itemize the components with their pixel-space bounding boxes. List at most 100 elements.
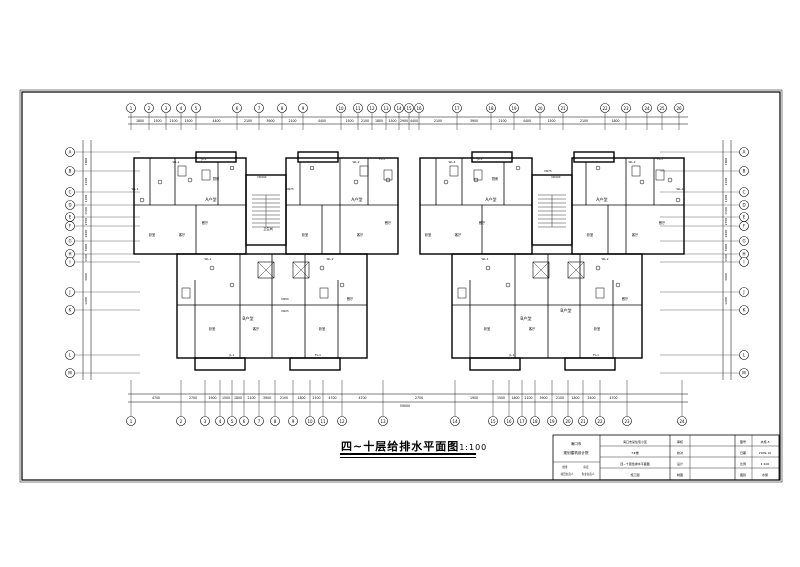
axis-number: 26 bbox=[676, 106, 682, 111]
axis-number: 4 bbox=[180, 106, 183, 111]
tb-building: 7#楼 bbox=[631, 450, 638, 455]
riser-note: WL-1 bbox=[204, 257, 211, 261]
unit-a-right-upper bbox=[419, 157, 533, 255]
bottom-dimension-value: 1800 bbox=[511, 396, 519, 400]
axis-number: 18 bbox=[532, 419, 538, 424]
axis-bubble bbox=[318, 416, 328, 426]
room-label: 厨房 bbox=[492, 176, 498, 181]
left-dimension-value: 2100 bbox=[84, 178, 88, 186]
axis-number: 6 bbox=[236, 106, 239, 111]
top-dimension-value: 1800 bbox=[375, 119, 383, 123]
tb-drawing-name: 四~十层给排水平面图 bbox=[620, 461, 650, 466]
axis-bubble bbox=[517, 416, 527, 426]
left-dimension-value: 2400 bbox=[84, 230, 88, 238]
top-dimension-value: 3900 bbox=[266, 119, 274, 123]
axis-bubble bbox=[739, 305, 749, 315]
top-dimension-value: 1800 bbox=[136, 119, 144, 123]
title-underline bbox=[340, 453, 476, 455]
axis-letter: L bbox=[69, 353, 72, 358]
axis-number: 17 bbox=[454, 106, 460, 111]
room-label: 餐厅 bbox=[202, 220, 209, 225]
axis-bubble bbox=[404, 103, 414, 113]
pipe-size-note: DN25 bbox=[281, 309, 289, 313]
axis-bubble bbox=[65, 187, 75, 197]
riser-note: JL-1 bbox=[508, 353, 514, 357]
bottom-dimension-value: 2700 bbox=[415, 396, 423, 400]
tb-label: 审核 bbox=[677, 439, 683, 444]
axis-number: 21 bbox=[580, 419, 586, 424]
axis-bubble bbox=[353, 103, 363, 113]
unit-type-label: A户型 bbox=[485, 196, 496, 203]
axis-bubble bbox=[450, 416, 460, 426]
tb-left-note: 专业负责人 bbox=[582, 472, 595, 476]
axis-number: 2 bbox=[180, 419, 183, 424]
axis-number: 9 bbox=[302, 106, 305, 111]
tb-label: 制图 bbox=[677, 472, 683, 477]
tb-label: 日期 bbox=[740, 450, 746, 455]
axis-bubble bbox=[394, 103, 404, 113]
top-dimension-value: 4400 bbox=[318, 119, 326, 123]
axis-number: 11 bbox=[355, 106, 361, 111]
axis-bubble bbox=[65, 236, 75, 246]
bottom-dimension-value: 4700 bbox=[358, 396, 366, 400]
riser-note: FL-1 bbox=[657, 157, 663, 161]
right-axis-group: ABCDEFGHIJKLM180021001200150027002400300… bbox=[660, 140, 749, 380]
unit-type-label: B户型 bbox=[520, 315, 531, 322]
axis-letter: H bbox=[742, 252, 745, 257]
room-label: 餐厅 bbox=[385, 220, 392, 225]
axis-number: 14 bbox=[396, 106, 402, 111]
bottom-dimension-value: 3900 bbox=[539, 396, 547, 400]
axis-bubble bbox=[739, 368, 749, 378]
room-label: 卧室 bbox=[484, 326, 490, 331]
top-dimension-value: 4400 bbox=[523, 119, 531, 123]
axis-bubble bbox=[642, 103, 652, 113]
pipe-riser bbox=[667, 177, 673, 183]
stair bbox=[252, 194, 280, 228]
top-dimension-value: 1500 bbox=[153, 119, 161, 123]
balcony-bottom bbox=[564, 357, 616, 371]
axis-bubble bbox=[509, 103, 519, 113]
axis-number: 23 bbox=[623, 106, 629, 111]
pipe-riser bbox=[675, 197, 681, 203]
top-dimension-value: 2100 bbox=[244, 119, 252, 123]
tb-project: 海口市某住宅小区 bbox=[623, 439, 647, 444]
axis-number: 14 bbox=[452, 419, 458, 424]
axis-bubble bbox=[563, 416, 573, 426]
axis-bubble bbox=[414, 103, 424, 113]
axis-bubble bbox=[677, 416, 687, 426]
room-label: 卧室 bbox=[425, 232, 431, 237]
pipe-riser bbox=[319, 265, 325, 271]
pipe-riser bbox=[595, 265, 601, 271]
axis-bubble bbox=[535, 103, 545, 113]
riser-note: JL-1 bbox=[476, 157, 482, 161]
axis-number: 5 bbox=[231, 419, 234, 424]
top-dimension-value: 3900 bbox=[470, 119, 478, 123]
axis-number: 21 bbox=[560, 106, 566, 111]
axis-bubble bbox=[547, 416, 557, 426]
elevator bbox=[292, 261, 310, 279]
left-dimension-value: 1200 bbox=[84, 297, 88, 305]
axis-number: 22 bbox=[602, 106, 608, 111]
bottom-dimension-value: 2100 bbox=[556, 396, 564, 400]
riser-note: WL-2 bbox=[628, 160, 635, 164]
balcony-top bbox=[573, 151, 615, 163]
axis-letter: D bbox=[742, 203, 745, 208]
axis-number: 12 bbox=[339, 419, 345, 424]
axis-bubble bbox=[144, 103, 154, 113]
sanitary-fixture bbox=[359, 165, 369, 177]
sanitary-fixture bbox=[631, 165, 641, 177]
balcony-bottom bbox=[469, 357, 521, 371]
sanitary-fixture bbox=[383, 169, 393, 181]
room-label: 客厅 bbox=[179, 232, 186, 237]
axis-bubble bbox=[739, 257, 749, 267]
right-dimension-value: 1500 bbox=[724, 254, 728, 262]
riser-note: JL-1 bbox=[228, 353, 234, 357]
top-dimension-value: 4400 bbox=[410, 119, 418, 123]
pipe-size-note: DN75 bbox=[286, 187, 294, 191]
axis-bubble bbox=[739, 187, 749, 197]
tb-stage: 施工图 bbox=[630, 472, 639, 477]
axis-number: 2 bbox=[148, 106, 151, 111]
tb-value: 1:100 bbox=[761, 462, 770, 466]
pipe-riser bbox=[443, 179, 449, 185]
axis-number: 23 bbox=[624, 419, 630, 424]
